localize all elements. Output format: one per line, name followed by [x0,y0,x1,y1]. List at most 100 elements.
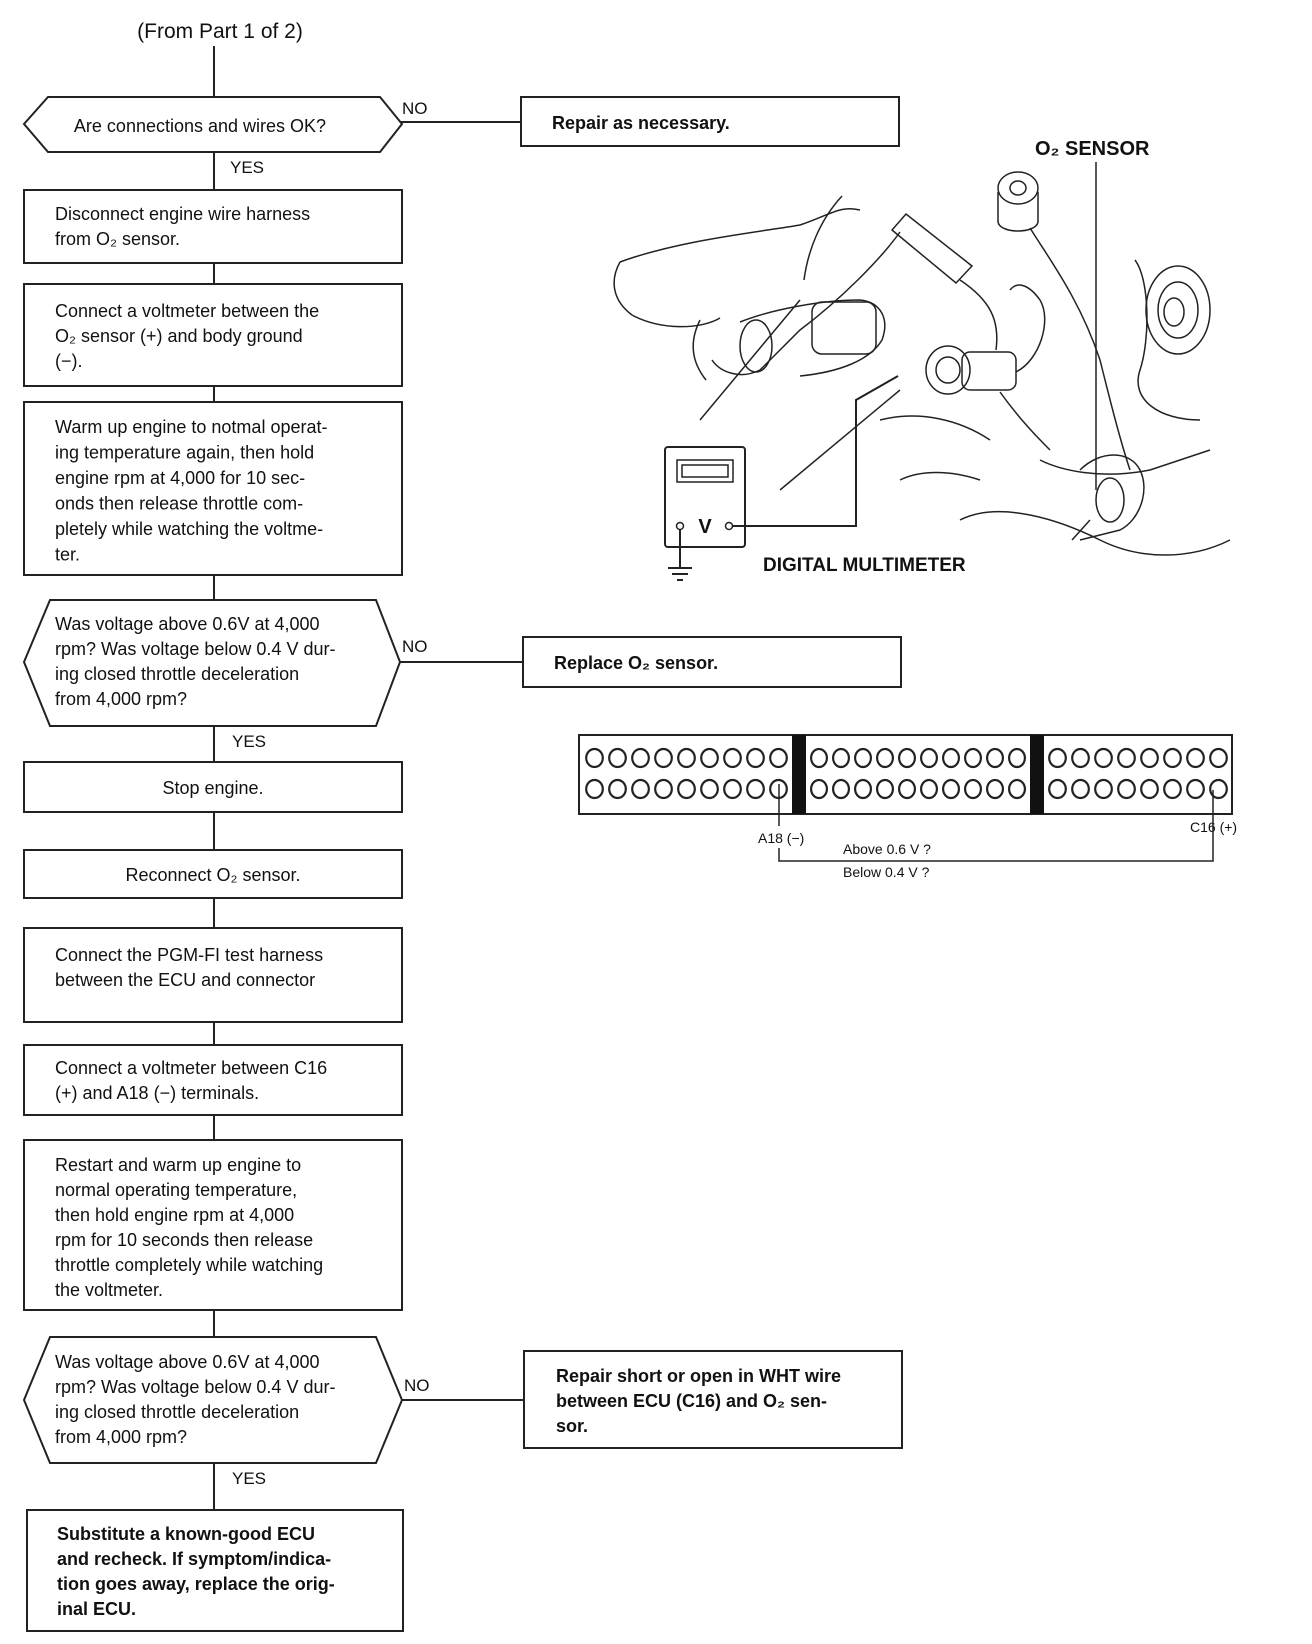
text-line: rpm? Was voltage below 0.4 V dur- [55,1377,335,1397]
text-line: and recheck. If symptom/indica- [57,1549,331,1569]
text-line: Disconnect engine wire harness [55,204,310,224]
connector-pin [631,747,650,769]
connector-pin [919,778,938,800]
connector-pin [700,747,719,769]
text-line: Reconnect O₂ sensor. [125,865,300,885]
text-line: from 4,000 rpm? [55,1427,187,1447]
connector-pin [1048,747,1067,769]
engine-illustration: O₂ SENSOR [613,138,1231,581]
connector-pin [1140,778,1159,800]
connector-pin [1209,778,1228,800]
step-reconnect-o2-text: Reconnect O₂ sensor. [125,865,300,885]
step-disconnect-harness-text: Disconnect engine wire harness from O₂ se… [55,204,310,249]
connector-pin [769,747,788,769]
text-line: onds then release throttle com- [55,494,303,514]
connector-pin [700,778,719,800]
connector-pin [1186,778,1205,800]
from-part-label: (From Part 1 of 2) [137,20,303,43]
step-reconnect-o2: Reconnect O₂ sensor. [23,849,403,899]
step-warm-up-engine-text: Warm up engine to notmal operat-ing temp… [55,417,327,565]
step-stop-engine: Stop engine. [23,761,403,813]
connector-divider [792,735,806,814]
text-line: O₂ sensor (+) and body ground [55,326,303,346]
text-line: tion goes away, replace the orig- [57,1574,335,1594]
meter-v-symbol: V [698,516,712,538]
connector-pin [809,778,828,800]
step-stop-engine-text: Stop engine. [162,778,263,798]
connector-pin [677,778,696,800]
connector-pin [919,747,938,769]
step-warm-up-engine: Warm up engine to notmal operat-ing temp… [23,401,403,576]
replace-o2-sensor-text: Replace O₂ sensor. [554,653,718,673]
no-label: NO [404,1376,430,1395]
connector-pin [941,778,960,800]
connector-pin [585,747,604,769]
text-line: sor. [556,1416,588,1436]
text-line: Was voltage above 0.6V at 4,000 [55,614,320,634]
digital-multimeter-label: DIGITAL MULTIMETER [763,555,966,576]
text-line: rpm for 10 seconds then release [55,1230,313,1250]
connector-pin [1117,778,1136,800]
voltage-measure-line [778,790,1214,862]
yes-label: YES [230,158,264,177]
repair-as-necessary-text: Repair as necessary. [552,113,730,133]
connector-pin [677,747,696,769]
flow-connectors [213,46,524,1510]
connector-pin [1094,778,1113,800]
connector-pin [608,778,627,800]
text-line: ing closed throttle deceleration [55,664,299,684]
connector-pin [608,747,627,769]
meter-probe-lead [733,375,899,527]
connector-divider [1030,735,1044,814]
connector-pin [1007,778,1026,800]
connector-pin [654,747,673,769]
text-line: Replace O₂ sensor. [554,653,718,673]
terminal-a18-label: A18 (−) [758,830,804,846]
connector-pin [1094,747,1113,769]
replace-o2-sensor-box: Replace O₂ sensor. [522,636,902,688]
connector-pin [1117,747,1136,769]
text-line: ter. [55,545,80,565]
text-line: rpm? Was voltage below 0.4 V dur- [55,639,335,659]
connector-pin [585,778,604,800]
text-line: throttle completely while watching [55,1255,323,1275]
ecu-connector: A18 (−) C16 (+) Above 0.6 V ? Below 0.4 … [578,734,1237,880]
no-label: NO [402,99,428,118]
text-line: the voltmeter. [55,1280,163,1300]
text-line: inal ECU. [57,1599,136,1619]
text-line: between ECU (C16) and O₂ sen- [556,1391,827,1411]
connector-pin [897,747,916,769]
connector-pin [723,747,742,769]
connector-pin [746,747,765,769]
connector-pin [1163,747,1182,769]
text-line: from 4,000 rpm? [55,689,187,709]
connector-pin [941,747,960,769]
connector-pin [1048,778,1067,800]
connector-pins [585,747,1228,800]
connector-pin [1071,778,1090,800]
decision-connections-ok-text: Are connections and wires OK? [74,116,326,136]
decision-voltage-check-1-text: Was voltage above 0.6V at 4,000 rpm? Was … [55,614,335,709]
ground-icon [668,567,692,581]
meter-terminal-minus [675,521,685,531]
text-line: from O₂ sensor. [55,229,180,249]
above-voltage-label: Above 0.6 V ? [843,841,931,857]
connector-pin [963,747,982,769]
connector-pin [1209,747,1228,769]
connector-pin [985,778,1004,800]
text-line: ing temperature again, then hold [55,443,314,463]
connector-pin [1186,747,1205,769]
connector-pin [963,778,982,800]
text-line: Warm up engine to notmal operat- [55,417,327,437]
connector-pin [985,747,1004,769]
connector-pin [853,747,872,769]
meter-terminal-plus [724,521,734,531]
